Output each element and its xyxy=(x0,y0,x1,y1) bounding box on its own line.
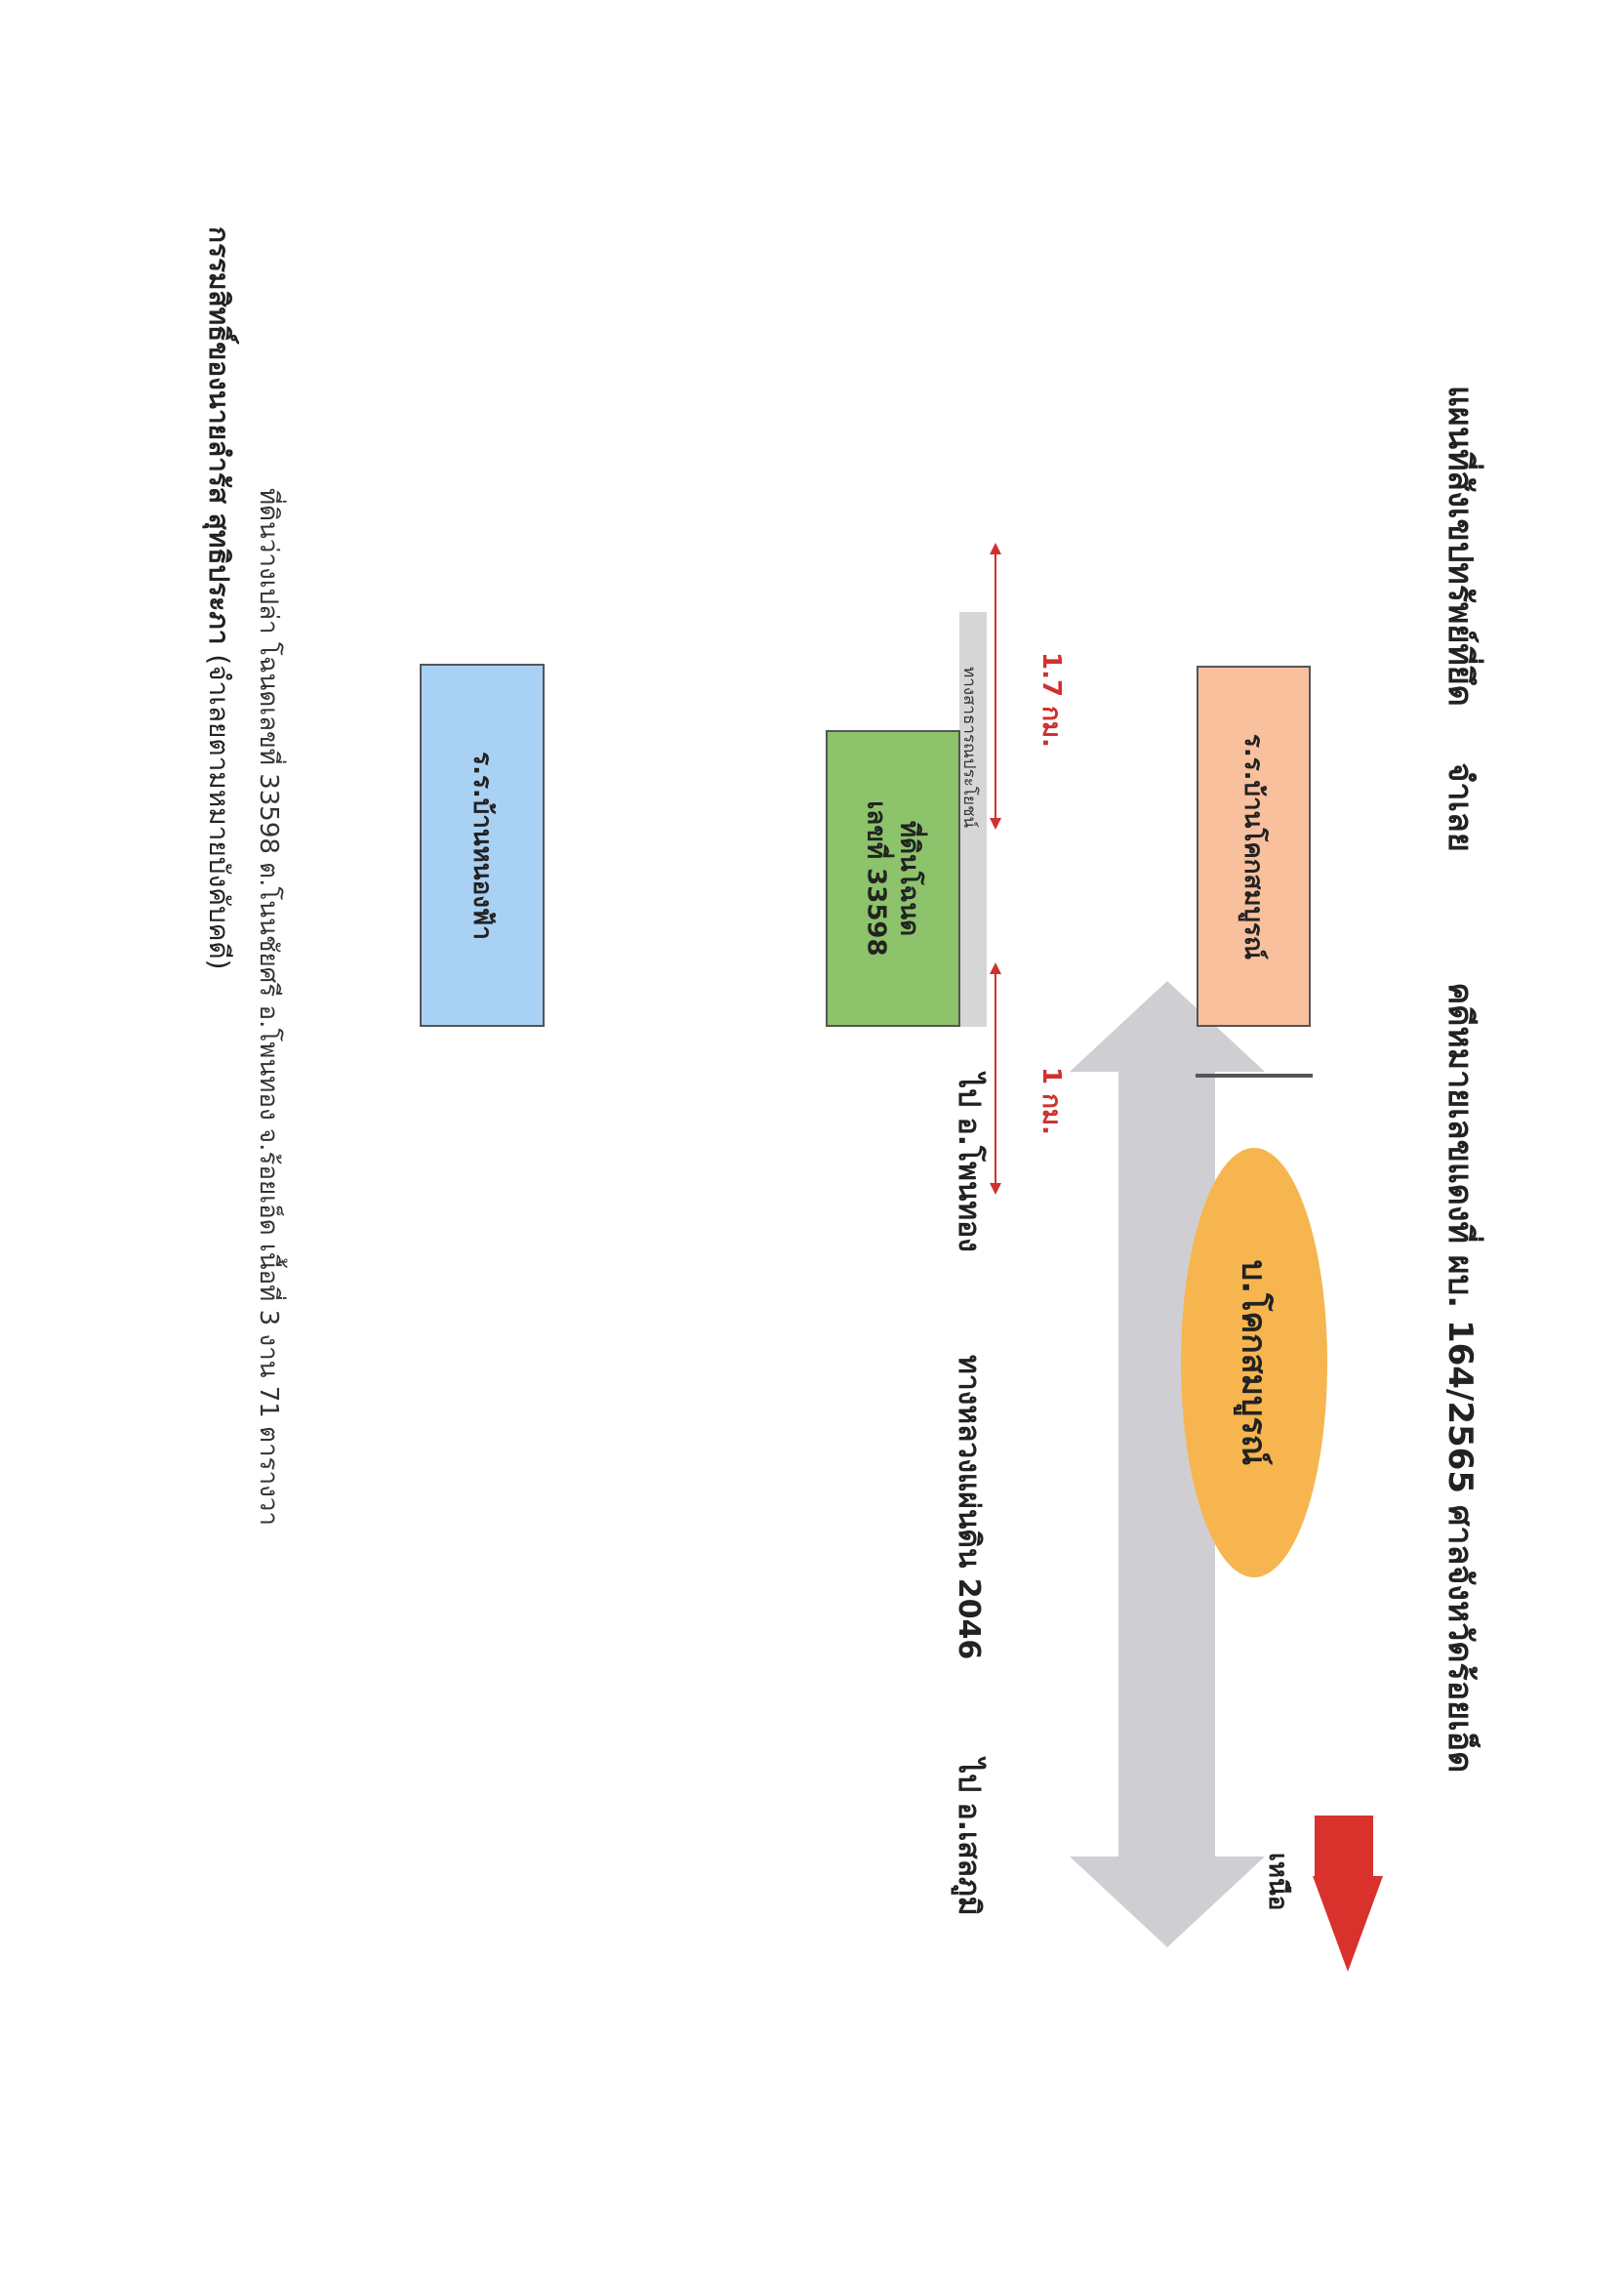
public-way-label: ทางสาธารณประโยชน์ xyxy=(959,667,979,829)
caption-owner: กรรมสิทธิ์ของนายลำรัส สุทธิประภา (จำเลยต… xyxy=(197,226,240,970)
village-marker: บ.โคกสมบูรณ์ xyxy=(1181,1148,1327,1577)
land-plot: ที่ดินโฉนด เลขที่ 33598 xyxy=(826,730,960,1027)
school-nong-fa-label: ร.ร.บ้านหนองฟ้า xyxy=(467,751,497,940)
distance-left: 1.7 กม. xyxy=(1036,652,1066,748)
distance-right: 1 กม. xyxy=(1036,1067,1066,1135)
land-line-2: เลขที่ 33598 xyxy=(862,800,891,957)
school-khok-sombun: ร.ร.บ้านโคกสมบูรณ์ xyxy=(1197,666,1311,1027)
land-line-1: ที่ดินโฉนด xyxy=(895,820,924,937)
public-way: ทางสาธารณประโยชน์ xyxy=(959,612,987,1027)
owner-note: (จำเลยตามหมายบังคับคดี) xyxy=(203,654,235,970)
village-label: บ.โคกสมบูรณ์ xyxy=(1234,1259,1274,1466)
caption-description: ที่ดินว่างเปล่า โฉนดเลขที่ 33598 ต.โนนชั… xyxy=(254,488,283,1527)
school-nong-fa: ร.ร.บ้านหนองฟ้า xyxy=(420,664,545,1027)
north-arrow-icon xyxy=(1313,1816,1383,1972)
owner-name: กรรมสิทธิ์ของนายลำรัส สุทธิประภา xyxy=(203,226,235,645)
